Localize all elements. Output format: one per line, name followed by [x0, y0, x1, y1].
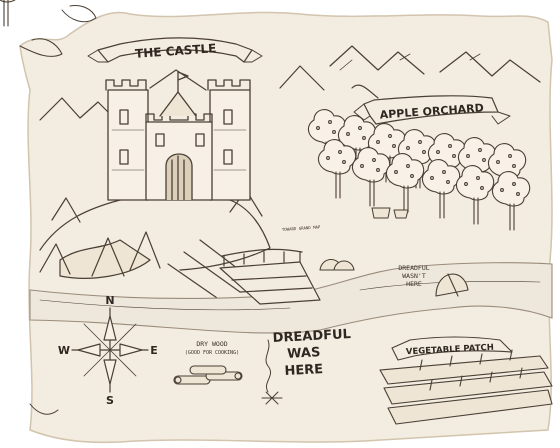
compass-rose [71, 307, 149, 393]
castle-label: THE CASTLE [135, 41, 217, 61]
dreadful-wasnt-3: HERE [406, 280, 422, 288]
castle [105, 71, 251, 201]
dreadful-wasnt-2: WASN'T [402, 272, 426, 280]
vegetable-patch-label: VEGETABLE PATCH [406, 343, 494, 358]
apple-orchard [0, 0, 531, 231]
compass-e: E [150, 344, 158, 357]
dry-wood-label: DRY WOOD [196, 340, 227, 348]
castle-banner [87, 37, 263, 63]
road-note: TOWARD GRAND MAP [282, 224, 321, 232]
dry-wood-pile [173, 365, 243, 385]
vegetable-rows [379, 349, 553, 425]
mountains [39, 45, 541, 125]
dry-wood-note: (GOOD FOR COOKING) [185, 350, 239, 356]
campfire-smoke [261, 339, 283, 405]
dreadful-wasnt-1: DREADFUL [398, 264, 429, 272]
dreadful-was-1: DREADFUL [272, 327, 351, 346]
compass-s: S [106, 394, 114, 407]
dreadful-was-2: WAS [287, 345, 321, 362]
compass-w: W [58, 344, 70, 357]
compass-n: N [105, 294, 114, 307]
dreadful-was-3: HERE [284, 362, 323, 379]
orchard-banner [351, 84, 511, 125]
apple-baskets [371, 207, 409, 219]
castle-hill [39, 189, 271, 301]
bridge [219, 248, 321, 305]
rocks [319, 258, 469, 297]
